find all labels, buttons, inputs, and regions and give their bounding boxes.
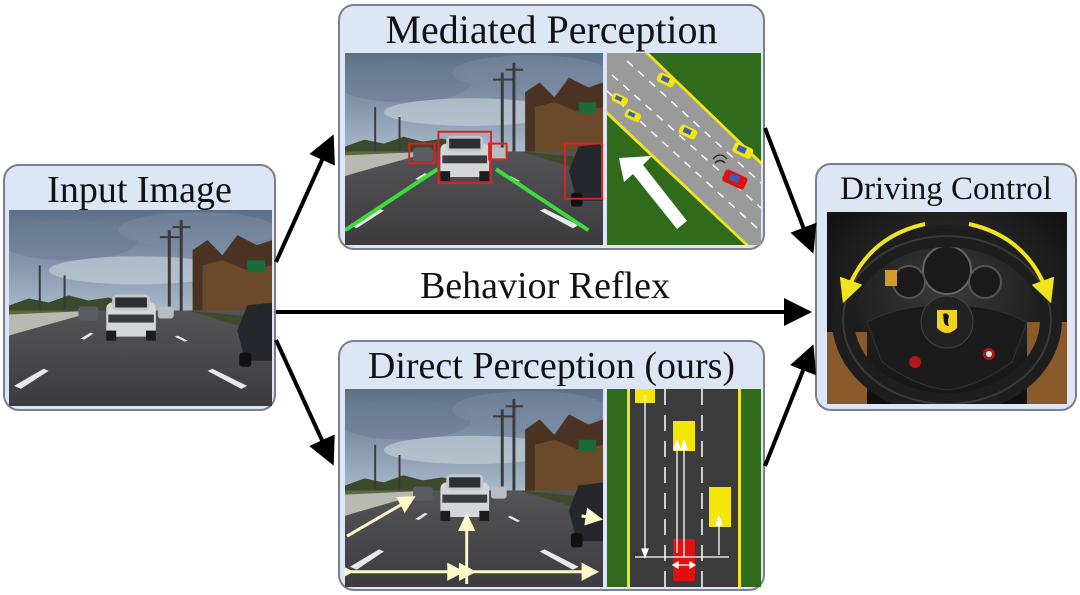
direct-road-photo [345,389,603,587]
behavior-reflex-label: Behavior Reflex [419,265,671,307]
input-road-photo [9,210,272,406]
detection-box-lead-car [437,130,493,184]
driving-control-panel: Driving Control [815,163,1077,411]
direct-perception-panel: Direct Perception (ours) [338,340,765,591]
input-image-panel: Input Image [3,164,276,411]
arrow-mediated-to-control [763,127,817,254]
other-car-icon [624,108,641,122]
ego-car-icon [673,539,695,581]
turn-right-arrow-icon [968,222,1055,304]
ego-car-icon [722,169,748,190]
input-image-title: Input Image [47,169,232,211]
direct-perception-title: Direct Perception (ours) [367,345,736,387]
arrow-input-to-direct [274,339,335,466]
driving-control-title: Driving Control [840,171,1052,207]
other-car-icon [732,142,754,159]
other-car-icon [656,72,676,88]
detected-lane-right [494,167,590,232]
detection-box-far-car [488,142,508,161]
detected-lane-left [345,167,439,232]
other-car-icon [678,124,698,140]
turn-left-arrow-icon [839,222,926,304]
mediated-perception-title: Mediated Perception [385,7,718,52]
mediated-perception-panel: Mediated Perception [338,4,765,250]
arrow-direct-to-control [763,344,817,467]
mediated-road-photo [345,53,603,245]
other-car-icon [611,92,628,106]
steering-wheel-photo [827,212,1067,404]
indicator-arrow-left-marking [346,496,416,538]
detection-box-parked-car [564,142,603,200]
arrow-input-to-mediated [274,134,335,263]
other-car-icon [709,487,731,527]
direction-arrow-icon [619,156,687,229]
detection-box-left-car [408,142,436,165]
direct-top-down-map [607,389,761,587]
mediated-top-down-map [607,53,761,245]
ferrari-logo-icon [937,310,957,333]
indicator-arrow-right-car [581,507,603,526]
